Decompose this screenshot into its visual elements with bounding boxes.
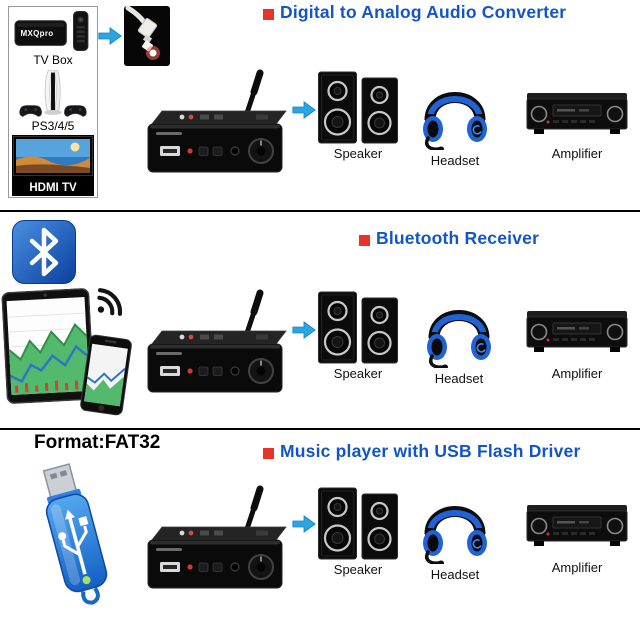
title-bullet: [263, 9, 274, 20]
headset-label: Headset: [430, 567, 480, 582]
tv-box-label: TV Box: [33, 53, 73, 67]
speaker-label: Speaker: [333, 146, 383, 161]
amplifier-icon: [526, 92, 628, 136]
flow-arrow-icon: [292, 514, 316, 534]
bluetooth-logo-icon: [12, 220, 76, 284]
flow-arrow-icon: [292, 320, 316, 340]
headset-label: Headset: [430, 153, 480, 168]
section-title: Digital to Analog Audio Converter: [280, 2, 567, 22]
speaker-label: Speaker: [333, 562, 383, 577]
headset-icon: [420, 80, 490, 150]
format-label: Format:FAT32: [34, 432, 161, 453]
section-divider: [0, 210, 640, 212]
tv-box-brand: MXQpro: [20, 29, 54, 38]
speaker-label: Speaker: [333, 366, 383, 381]
title-bullet: [263, 448, 274, 459]
tablet-icon: [1, 288, 95, 404]
flow-arrow-icon: [292, 100, 316, 120]
usb-flash-drive-icon: [20, 455, 130, 618]
speaker-icon: [318, 70, 398, 144]
title-bullet: [359, 235, 370, 246]
converter-device-icon: [138, 68, 290, 176]
section-title: Bluetooth Receiver: [376, 228, 540, 248]
source-devices-box: MXQpro TV Box PS3/4/5 HDMI TV: [8, 6, 98, 198]
amplifier-icon: [526, 310, 628, 354]
amplifier-icon: [526, 504, 628, 548]
headset-icon: [420, 494, 490, 564]
section-divider: [0, 428, 640, 430]
smartphone-icon: [79, 333, 133, 416]
hdmi-tv-frame: HDMI TV: [12, 135, 94, 196]
hdmi-tv-icon: [13, 136, 93, 176]
headset-label: Headset: [434, 371, 484, 386]
amplifier-label: Amplifier: [551, 560, 603, 575]
playstation-label: PS3/4/5: [31, 119, 75, 133]
speaker-icon: [318, 290, 398, 364]
converter-device-icon: [138, 484, 290, 592]
amplifier-label: Amplifier: [551, 146, 603, 161]
converter-device-icon: [138, 288, 290, 396]
headset-icon: [424, 298, 494, 368]
optical-cable-icon: [124, 6, 170, 66]
section-title: Music player with USB Flash Driver: [280, 441, 581, 461]
amplifier-label: Amplifier: [551, 366, 603, 381]
ps5-icon: [18, 69, 88, 119]
hdmi-tv-label: HDMI TV: [29, 182, 77, 194]
flow-arrow-icon: [98, 26, 122, 46]
speaker-icon: [318, 486, 398, 560]
